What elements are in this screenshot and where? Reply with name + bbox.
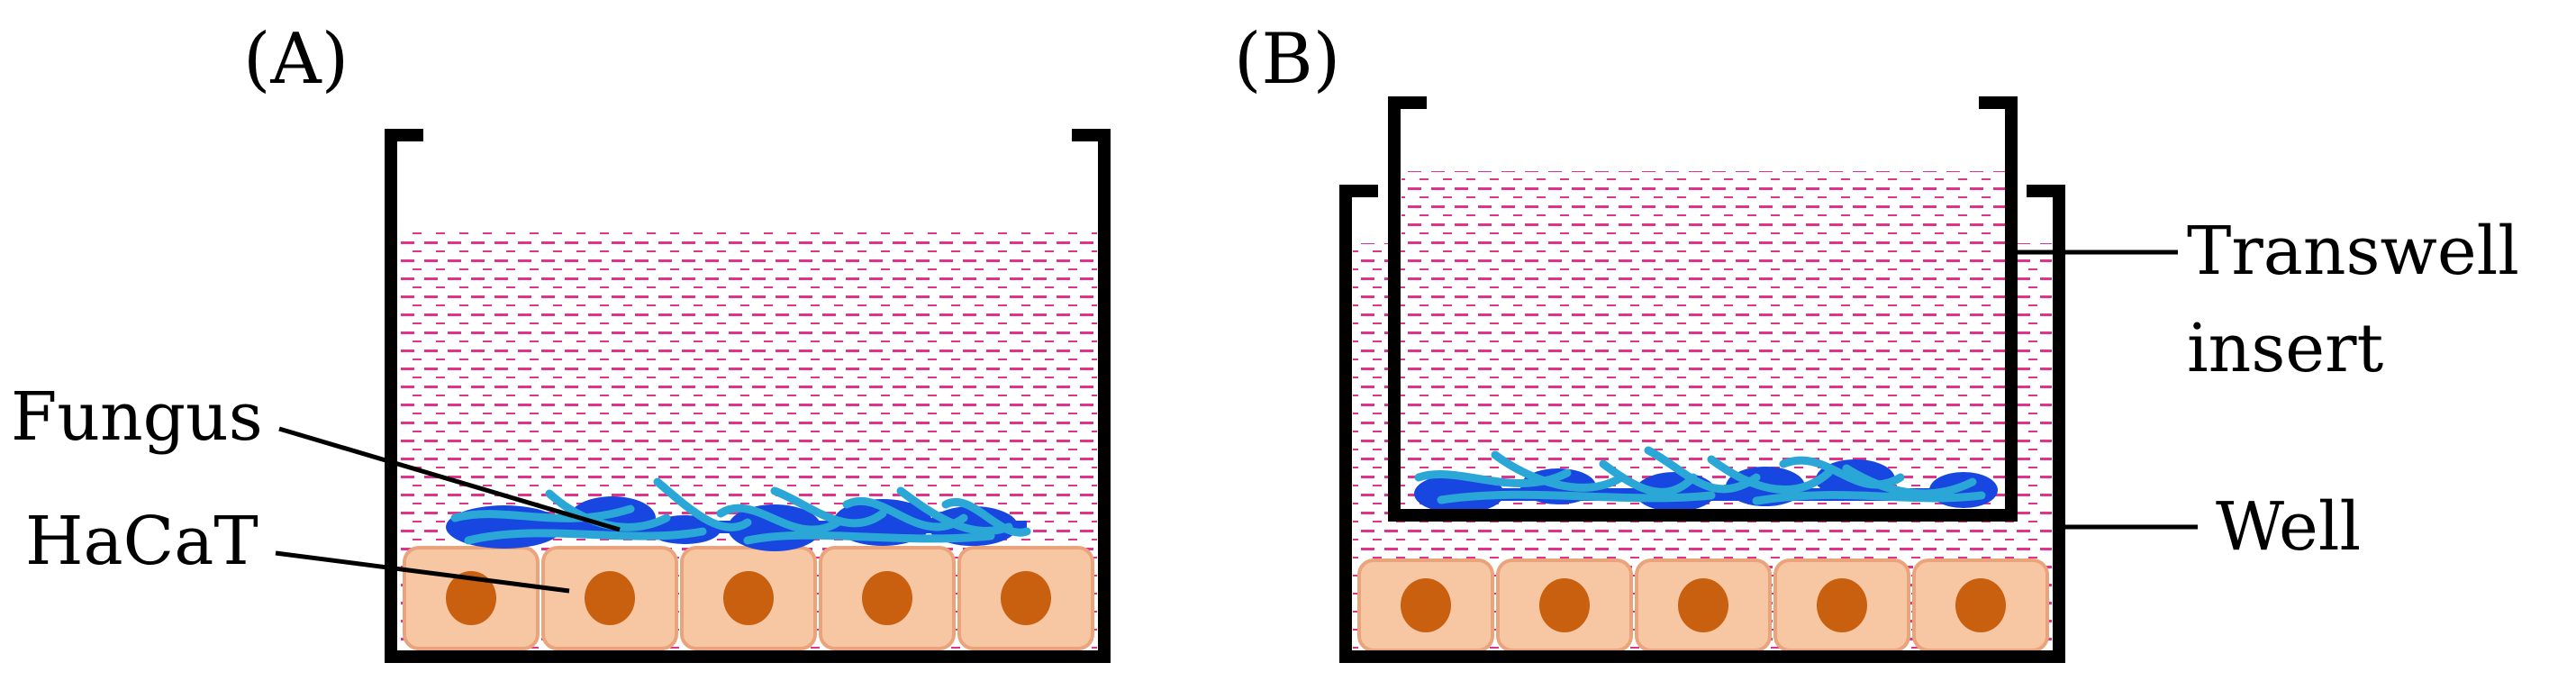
panel-a-fungus-layer xyxy=(446,477,1031,551)
panel-a-hacat-nucleus xyxy=(862,571,912,625)
panel-a-hacat-nucleus xyxy=(446,571,496,625)
panel-b-transwell-insert-outline xyxy=(1388,96,2018,522)
panel-b: (B) Transwell insert Well xyxy=(1234,19,2519,663)
panel-b-fungus-layer xyxy=(1414,446,1998,513)
panel-a: (A) Fungus HaCaT xyxy=(11,19,1111,663)
panel-b-label: (B) xyxy=(1234,19,1340,100)
hacat-label: HaCaT xyxy=(25,503,259,580)
panel-b-hacat-nucleus xyxy=(1817,578,1867,632)
hacat-leader-line xyxy=(275,550,570,594)
transwell-label-line1: Transwell xyxy=(2187,213,2519,290)
fungus-leader-line xyxy=(278,426,621,532)
panel-b-hacat-nucleus xyxy=(1678,578,1728,632)
panel-b-hacat-nucleus xyxy=(1955,578,2006,632)
panel-a-hacat-nucleus xyxy=(585,571,635,625)
panel-a-label: (A) xyxy=(243,19,349,100)
panel-b-well-outline xyxy=(1339,185,2065,663)
panel-b-hacat-nucleus xyxy=(1401,578,1451,632)
panel-b-hacat-layer xyxy=(1357,558,2049,652)
panel-b-insert-medium xyxy=(1401,171,2005,515)
panel-a-hacat-nucleus xyxy=(1001,571,1051,625)
panel-a-hacat-layer xyxy=(403,546,1094,650)
fungus-label: Fungus xyxy=(11,378,263,456)
panel-a-well-outline xyxy=(385,129,1111,663)
well-label: Well xyxy=(2216,488,2361,566)
transwell-label-line2: insert xyxy=(2187,310,2383,387)
panel-a-hacat-nucleus xyxy=(723,571,774,625)
panel-b-hacat-nucleus xyxy=(1539,578,1590,632)
